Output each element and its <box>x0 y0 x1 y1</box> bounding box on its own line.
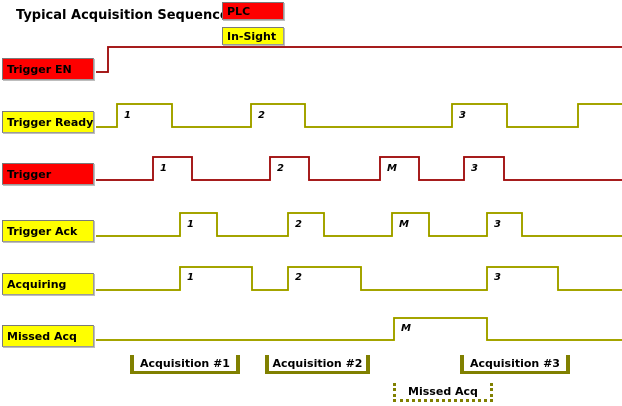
pulse-mark-trigger-ack-m: M <box>399 219 409 230</box>
waveform-trigger-edge <box>96 156 622 181</box>
signal-label-text: Trigger Ack <box>7 224 78 238</box>
pulse-mark-trigger-ready-1: 1 <box>124 110 131 121</box>
signal-label-trigger: Trigger <box>2 163 94 185</box>
pulse-mark-trigger-3: 3 <box>471 163 478 174</box>
waveform-acquiring-edge <box>96 266 622 291</box>
waveform-trigger-fill <box>96 155 622 182</box>
pulse-mark-trigger-ready-3: 3 <box>459 110 466 121</box>
pulse-mark-acquiring-2: 2 <box>295 272 302 283</box>
signal-label-missed-acq: Missed Acq <box>2 325 94 347</box>
waveform-trigger-en-edge <box>96 46 622 73</box>
waveform-trigger-ready-fill <box>96 102 622 129</box>
pulse-mark-trigger-ready-2: 2 <box>258 110 265 121</box>
legend-label-in-sight: In-Sight <box>227 29 277 43</box>
signal-label-trigger-en: Trigger EN <box>2 58 94 80</box>
pulse-mark-trigger-2: 2 <box>277 163 284 174</box>
waveform-trigger-ready-edge <box>96 103 622 128</box>
annotation-label: Acquisition #1 <box>140 356 230 370</box>
annotation-label: Missed Acq <box>408 384 478 398</box>
waveform-missed-acq-fill <box>96 316 622 342</box>
legend-item-plc: PLC <box>222 2 284 20</box>
pulse-mark-missed-acq-m: M <box>401 323 411 334</box>
pulse-mark-trigger-ack-2: 2 <box>295 219 302 230</box>
signal-label-trigger-ack: Trigger Ack <box>2 220 94 242</box>
signal-label-text: Trigger Ready <box>7 115 94 129</box>
waveform-acquiring-fill <box>96 265 622 292</box>
page-title: Typical Acquisition Sequence <box>16 8 229 23</box>
annotation-missed-acq: Missed Acq <box>393 383 493 402</box>
signal-label-text: Trigger <box>7 167 52 181</box>
annotation-acquisition-2: Acquisition #2 <box>265 355 370 374</box>
pulse-mark-trigger-1: 1 <box>160 163 167 174</box>
annotation-acquisition-1: Acquisition #1 <box>130 355 240 374</box>
annotation-label: Acquisition #2 <box>272 356 363 370</box>
signal-label-text: Acquiring <box>7 277 67 291</box>
pulse-mark-trigger-m: M <box>387 163 397 174</box>
pulse-mark-acquiring-1: 1 <box>187 272 194 283</box>
signal-label-text: Trigger EN <box>7 62 72 76</box>
waveform-trigger-ack-edge <box>96 212 622 237</box>
pulse-mark-trigger-ack-1: 1 <box>187 219 194 230</box>
annotation-acquisition-3: Acquisition #3 <box>460 355 570 374</box>
waveform-missed-acq-edge <box>96 317 622 341</box>
signal-label-acquiring: Acquiring <box>2 273 94 295</box>
waveform-trigger-ack-fill <box>96 211 622 238</box>
legend-label-plc: PLC <box>227 4 251 18</box>
pulse-mark-trigger-ack-3: 3 <box>494 219 501 230</box>
waveform-trigger-en-fill <box>96 45 622 74</box>
legend-item-in-sight: In-Sight <box>222 27 284 45</box>
signal-label-text: Missed Acq <box>7 329 77 343</box>
signal-label-trigger-ready: Trigger Ready <box>2 111 94 133</box>
pulse-mark-acquiring-3: 3 <box>494 272 501 283</box>
annotation-label: Acquisition #3 <box>470 356 560 370</box>
